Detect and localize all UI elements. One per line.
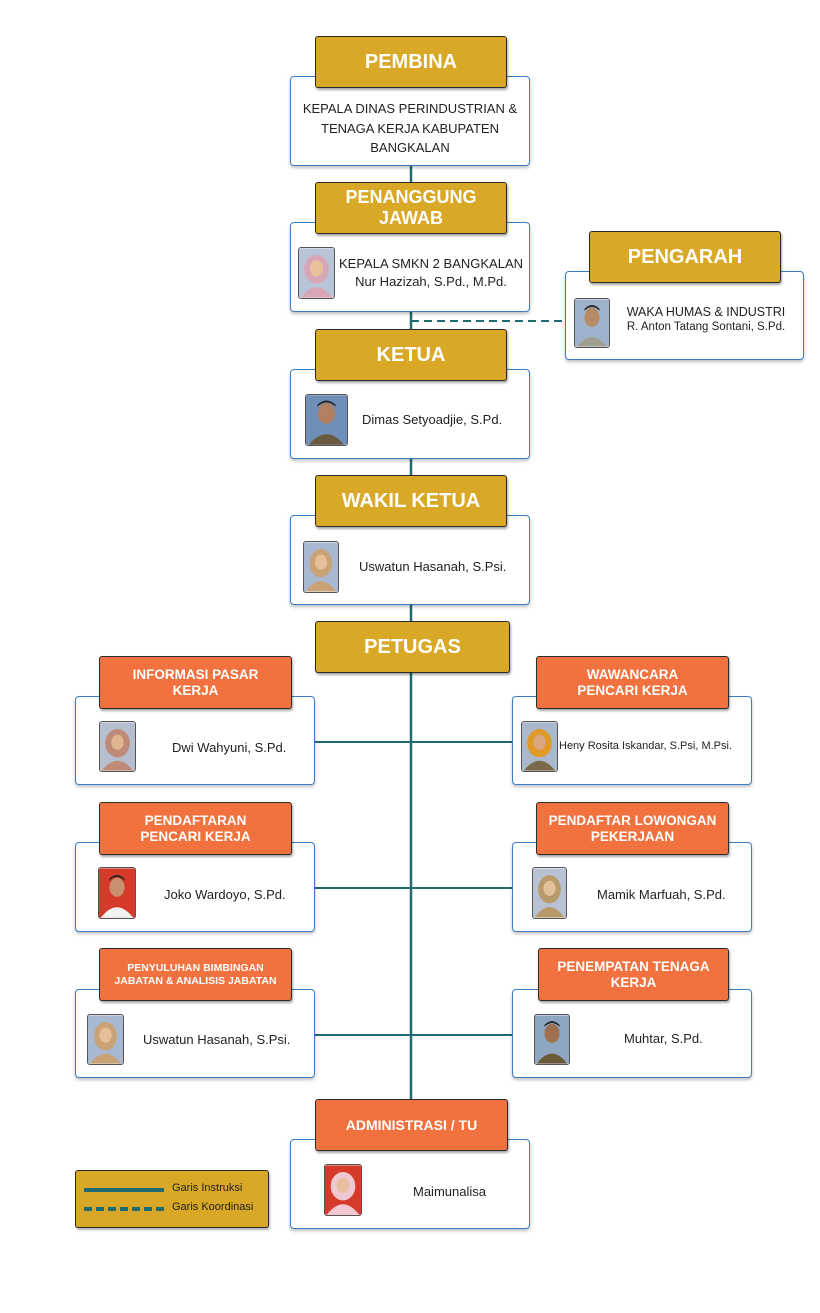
pengarah-header: PENGARAH (589, 231, 781, 283)
pendaftar-lowongan-pekerjaan-name: Mamik Marfuah, S.Pd. (597, 887, 726, 902)
portrait-ketua (305, 394, 348, 446)
penanggung-jawab-line1: KEPALA SMKN 2 BANGKALAN (339, 256, 523, 271)
pembina-header: PEMBINA (315, 36, 507, 88)
petugas-header: PETUGAS (315, 621, 510, 673)
portrait-penanggung-jawab (298, 247, 335, 299)
legend-coordination-line (84, 1207, 164, 1211)
penyuluhan-bimbingan-header: PENYULUHAN BIMBINGAN JABATAN & ANALISIS … (99, 948, 292, 1001)
wawancara-pencari-kerja-name: Heny Rosita Iskandar, S.Psi, M.Psi. (559, 740, 733, 752)
ketua-header: KETUA (315, 329, 507, 381)
legend: Garis Instruksi Garis Koordinasi (75, 1170, 269, 1228)
portrait-penempatan-tenaga-kerja (534, 1014, 570, 1065)
pendaftar-lowongan-pekerjaan-header: PENDAFTAR LOWONGAN PEKERJAAN (536, 802, 729, 855)
penyuluhan-bimbingan-name: Uswatun Hasanah, S.Psi. (143, 1032, 291, 1047)
legend-instruction-line (84, 1188, 164, 1192)
penempatan-tenaga-kerja-header: PENEMPATAN TENAGA KERJA (538, 948, 729, 1001)
ketua-name: Dimas Setyoadjie, S.Pd. (362, 412, 503, 427)
portrait-pendaftaran-pencari-kerja (98, 867, 136, 919)
legend-instruction-label: Garis Instruksi (172, 1182, 243, 1194)
informasi-pasar-kerja-header: INFORMASI PASAR KERJA (99, 656, 292, 709)
administrasi-header: ADMINISTRASI / TU (315, 1099, 508, 1151)
legend-coordination-label: Garis Koordinasi (172, 1201, 254, 1213)
portrait-informasi-pasar-kerja (99, 721, 136, 772)
pendaftaran-pencari-kerja-header: PENDAFTARAN PENCARI KERJA (99, 802, 292, 855)
penempatan-tenaga-kerja-name: Muhtar, S.Pd. (624, 1031, 703, 1046)
penanggung-jawab-name: Nur Hazizah, S.Pd., M.Pd. (355, 274, 507, 289)
portrait-wawancara-pencari-kerja (521, 721, 558, 772)
penanggung-jawab-header: PENANGGUNG JAWAB (315, 182, 507, 234)
wakil-ketua-name: Uswatun Hasanah, S.Psi. (359, 559, 507, 574)
pembina-box (290, 76, 530, 166)
portrait-administrasi (324, 1164, 362, 1216)
administrasi-name: Maimunalisa (413, 1184, 486, 1199)
informasi-pasar-kerja-name: Dwi Wahyuni, S.Pd. (172, 740, 287, 755)
pendaftaran-pencari-kerja-name: Joko Wardoyo, S.Pd. (164, 887, 286, 902)
wakil-ketua-header: WAKIL KETUA (315, 475, 507, 527)
pembina-description: KEPALA DINAS PERINDUSTRIAN & TENAGA KERJ… (302, 101, 518, 155)
wawancara-pencari-kerja-header: WAWANCARA PENCARI KERJA (536, 656, 729, 709)
portrait-pendaftar-lowongan-pekerjaan (532, 867, 567, 919)
portrait-pengarah (574, 298, 610, 348)
portrait-wakil-ketua (303, 541, 339, 593)
pengarah-line1: WAKA HUMAS & INDUSTRI (626, 305, 786, 319)
pengarah-name: R. Anton Tatang Sontani, S.Pd. (626, 321, 786, 333)
portrait-penyuluhan-bimbingan (87, 1014, 124, 1065)
